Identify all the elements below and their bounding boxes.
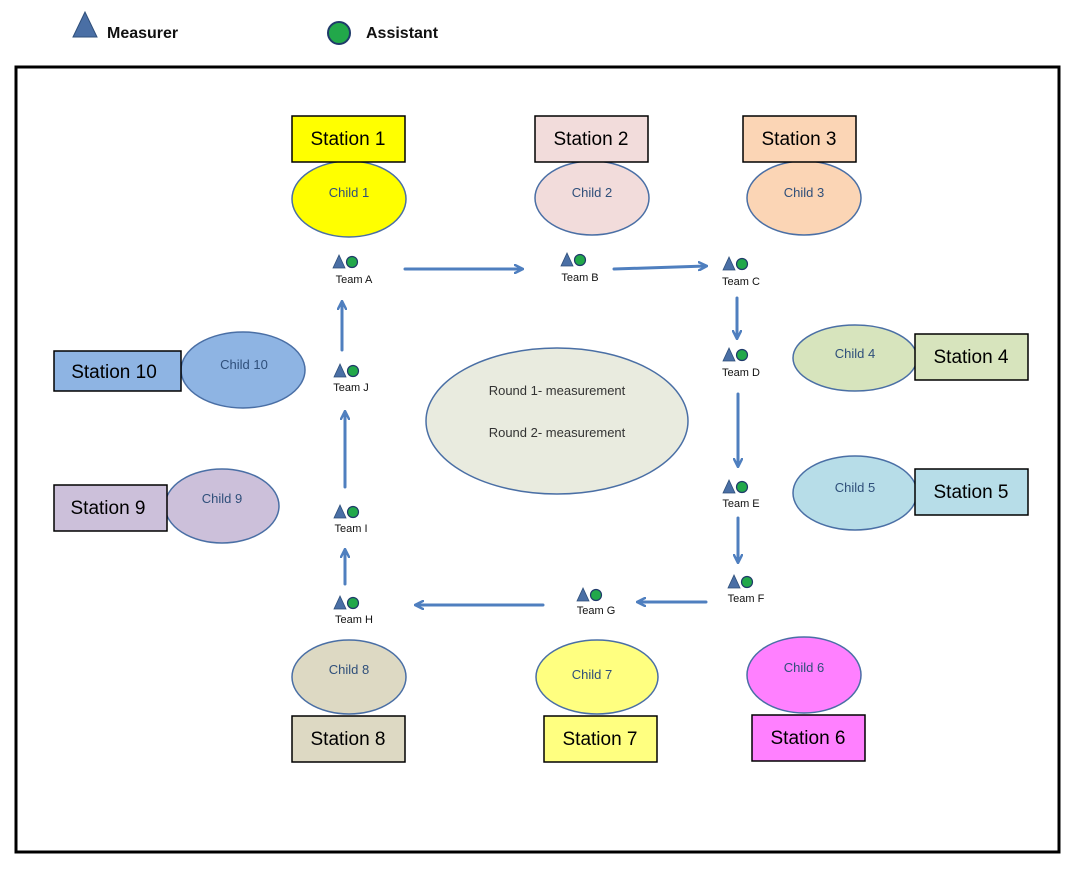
assistant-icon: [346, 596, 360, 610]
child-8-label: Child 8: [329, 662, 369, 677]
station-6-box: [751, 714, 866, 762]
rotation-arrows: [342, 266, 738, 605]
team-a: Team A: [332, 254, 373, 286]
station-7-group: Child 7 Station 7: [535, 639, 659, 763]
team-h-label: Team H: [335, 614, 373, 626]
measurer-icon: [727, 574, 741, 589]
station-8-box: [291, 715, 406, 763]
assistant-icon: [589, 588, 603, 602]
station-1-label: Station 1: [311, 129, 386, 150]
station-6-label: Station 6: [771, 728, 846, 749]
station-9-label: Station 9: [71, 498, 146, 519]
measurer-icon: [333, 363, 347, 378]
child-9-ellipse: [164, 468, 280, 544]
measurer-icon: [576, 587, 590, 602]
measurer-icon: [722, 479, 736, 494]
child-10-label: Child 10: [220, 357, 268, 372]
team-j: Team J: [333, 363, 369, 394]
round-1-text: Round 1- measurement: [489, 383, 626, 398]
child-8-ellipse: [291, 639, 407, 715]
assistant-icon: [346, 364, 360, 378]
team-f: Team F: [727, 574, 765, 605]
center-round-info: Round 1- measurement Round 2- measuremen…: [425, 347, 689, 495]
round-2-text: Round 2- measurement: [489, 425, 626, 440]
child-7-ellipse: [535, 639, 659, 715]
team-g: Team G: [576, 587, 616, 617]
team-i: Team I: [333, 504, 368, 535]
station-7-label: Station 7: [563, 729, 638, 750]
station-2-group: Child 2 Station 2: [534, 115, 650, 236]
measurer-legend-icon: [72, 10, 98, 38]
measurer-icon: [722, 256, 736, 271]
team-b: Team B: [560, 252, 599, 284]
diagram-frame: [14, 65, 1061, 854]
assistant-icon: [735, 348, 749, 362]
station-1-box: [291, 115, 406, 163]
team-e-label: Team E: [722, 498, 759, 510]
assistant-icon: [735, 480, 749, 494]
child-5-label: Child 5: [835, 480, 875, 495]
station-8-group: Child 8 Station 8: [291, 639, 407, 763]
child-1-label: Child 1: [329, 185, 369, 200]
station-6-group: Child 6 Station 6: [746, 636, 866, 762]
measurer-icon: [722, 347, 736, 362]
team-c-label: Team C: [722, 276, 760, 288]
assistant-legend-label: Assistant: [366, 25, 439, 42]
station-3-box: [742, 115, 857, 163]
station-5-box: [914, 468, 1029, 516]
assistant-legend-icon: [327, 21, 351, 45]
child-2-label: Child 2: [572, 185, 612, 200]
measurer-icon: [333, 504, 347, 519]
team-j-label: Team J: [333, 382, 368, 394]
station-1-group: Child 1 Station 1: [291, 115, 407, 238]
station-9-box: [53, 484, 168, 532]
station-3-group: Child 3 Station 3: [742, 115, 862, 236]
station-5-group: Child 5 Station 5: [792, 455, 1029, 531]
measurer-icon: [560, 252, 574, 267]
station-8-label: Station 8: [311, 729, 386, 750]
assistant-icon: [735, 257, 749, 271]
station-4-box: [914, 333, 1029, 381]
team-c: Team C: [722, 256, 760, 288]
station-10-group: Child 10 Station 10: [53, 331, 306, 409]
station-5-label: Station 5: [934, 482, 1009, 503]
station-2-box: [534, 115, 649, 163]
station-7-box: [543, 715, 658, 763]
team-g-label: Team G: [577, 605, 616, 617]
child-7-label: Child 7: [572, 667, 612, 682]
arrow-b-to-c: [612, 266, 706, 269]
station-3-label: Station 3: [762, 129, 837, 150]
team-d-label: Team D: [722, 367, 760, 379]
team-f-label: Team F: [728, 593, 765, 605]
measurer-legend-label: Measurer: [107, 25, 178, 42]
assistant-icon: [573, 253, 587, 267]
child-4-label: Child 4: [835, 346, 875, 361]
station-4-label: Station 4: [934, 347, 1009, 368]
station-4-group: Child 4 Station 4: [792, 324, 1029, 392]
assistant-icon: [345, 255, 359, 269]
team-d: Team D: [722, 347, 760, 379]
assistant-icon: [346, 505, 360, 519]
team-b-label: Team B: [561, 272, 598, 284]
measurer-icon: [332, 254, 346, 269]
center-ellipse: [425, 347, 689, 495]
team-i-label: Team I: [334, 523, 367, 535]
child-6-ellipse: [746, 636, 862, 714]
assistant-icon: [740, 575, 754, 589]
team-h: Team H: [333, 595, 373, 626]
child-3-label: Child 3: [784, 185, 824, 200]
station-2-label: Station 2: [554, 129, 629, 150]
child-9-label: Child 9: [202, 491, 242, 506]
station-9-group: Child 9 Station 9: [53, 468, 280, 544]
child-6-label: Child 6: [784, 660, 824, 675]
station-10-box: [53, 350, 182, 392]
station-10-label: Station 10: [71, 362, 157, 383]
measurer-icon: [333, 595, 347, 610]
legend: Measurer Assistant: [72, 10, 439, 45]
team-a-label: Team A: [336, 274, 373, 286]
team-e: Team E: [722, 479, 760, 510]
